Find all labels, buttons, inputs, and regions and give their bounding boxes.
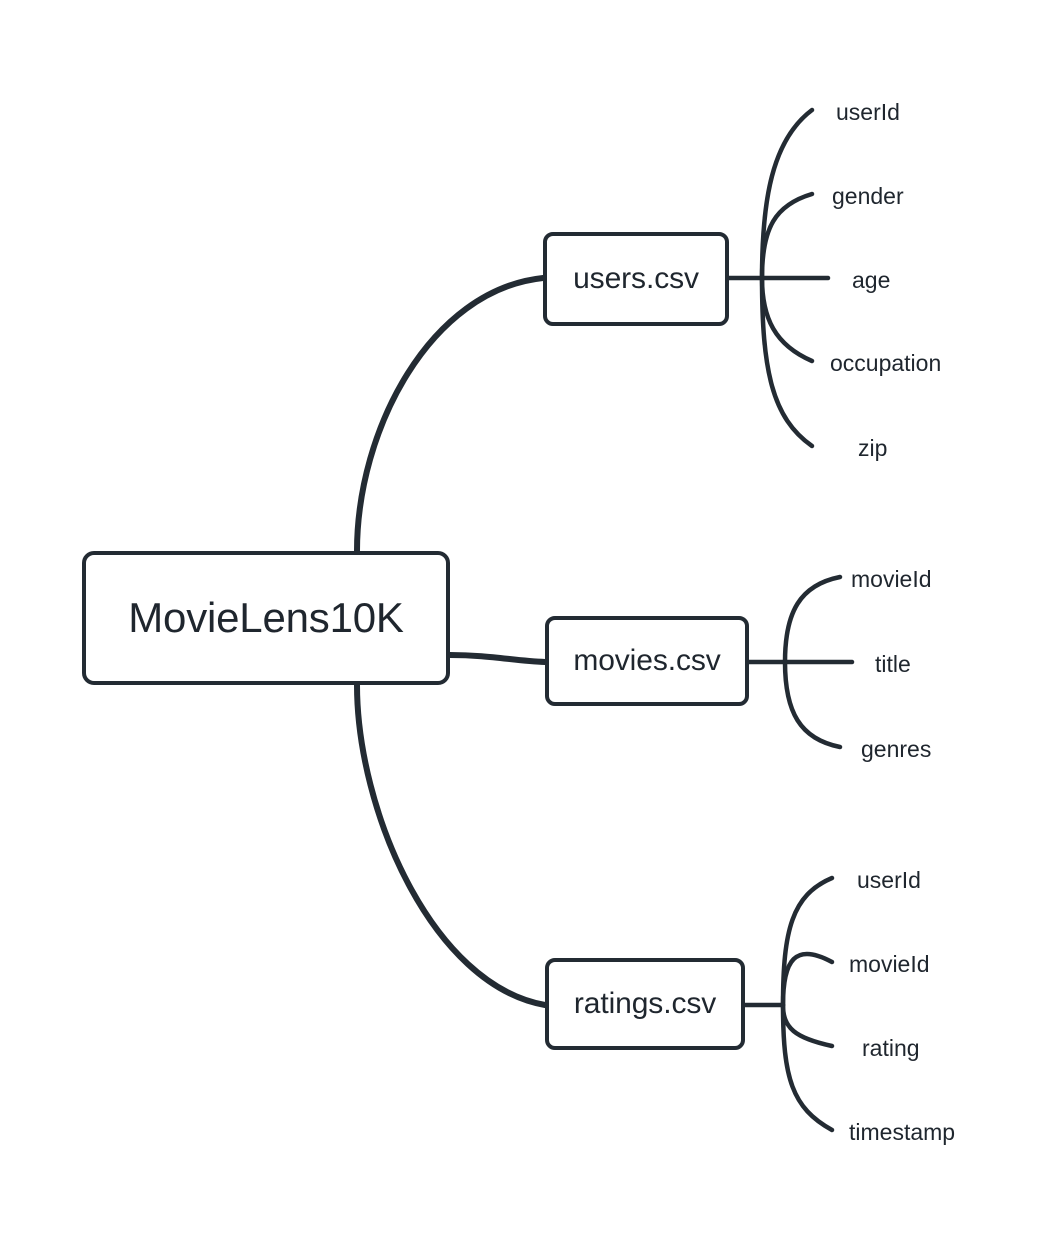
leaf-label-users-age: age: [852, 267, 891, 293]
node-branch-label: ratings.csv: [573, 987, 717, 1020]
node-root-movielens10k[interactable]: MovieLens10K: [82, 551, 450, 685]
node-branch-users-csv[interactable]: users.csv: [543, 232, 729, 326]
edge-root-to-ratings: [354, 682, 548, 1008]
edge-ratings-to-userId: [780, 875, 835, 1008]
leaf-label-users-zip: zip: [858, 435, 888, 461]
leaf-label-ratings-userid: userId: [857, 867, 921, 893]
leaf-label-ratings-rating: rating: [862, 1035, 920, 1061]
node-branch-label: movies.csv: [573, 644, 721, 677]
leaf-label-movies-genres: genres: [861, 736, 932, 762]
leaf-label-ratings-movieid: movieId: [849, 951, 930, 977]
edge-users-to-gender: [759, 191, 815, 281]
edge-users-to-userId: [759, 107, 815, 281]
edge-users-to-zip: [759, 275, 815, 449]
leaf-label-movies-title: title: [875, 651, 911, 677]
edge-ratings-to-movieId: [780, 951, 835, 1008]
edge-root-to-users: [354, 275, 546, 554]
edge-movies-to-movieId: [782, 574, 843, 665]
node-branch-label: users.csv: [573, 262, 699, 295]
leaf-label-users-userid: userId: [836, 99, 900, 125]
leaf-label-movies-movieid: movieId: [851, 566, 932, 592]
leaf-label-users-occupation: occupation: [830, 350, 942, 376]
node-root-label: MovieLens10K: [128, 594, 404, 641]
edge-root-to-movies: [447, 652, 548, 665]
edge-users-to-occupation: [759, 275, 815, 364]
edge-ratings-to-rating: [780, 1002, 835, 1049]
leaf-label-ratings-timestamp: timestamp: [849, 1119, 956, 1145]
edge-ratings-to-timestamp: [780, 1002, 835, 1133]
node-branch-movies-csv[interactable]: movies.csv: [545, 616, 749, 706]
edge-movies-to-genres: [782, 659, 843, 750]
node-branch-ratings-csv[interactable]: ratings.csv: [545, 958, 745, 1050]
leaf-label-users-gender: gender: [832, 183, 904, 209]
